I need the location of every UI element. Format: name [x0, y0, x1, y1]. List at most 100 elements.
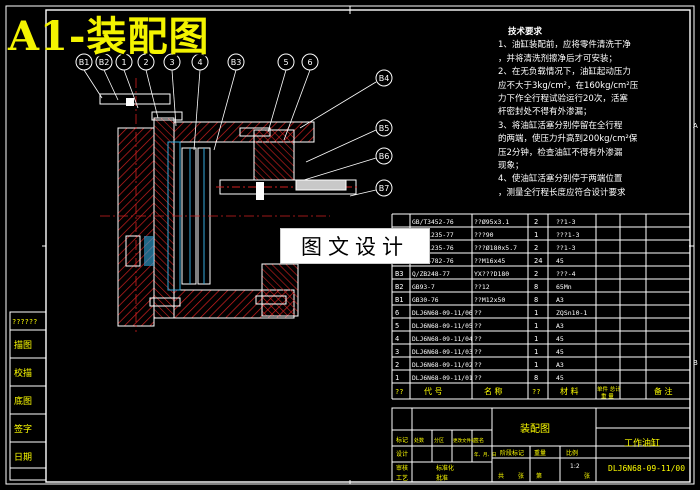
tb-row-2: 审核	[396, 464, 408, 472]
balloon-2: 2	[143, 58, 148, 67]
technical-requirements: 技术要求 1、油缸装配前，应将零件清洗干净 ，并将清洗剂擦净后才可安装； 2、在…	[498, 26, 688, 200]
border-mark-right: A	[693, 122, 698, 130]
balloon-b4: B4	[379, 74, 390, 83]
side-block	[9, 311, 47, 481]
requirement-line: 1、油缸装配前，应将零件清洗干净	[498, 40, 631, 51]
part-name-cell: ??	[474, 361, 482, 369]
part-material: 45	[556, 348, 564, 356]
part-no: B3	[395, 270, 403, 278]
part-code: DLJ6N68-09-11/06	[412, 310, 473, 317]
tb-col-2: 更改文件号	[453, 437, 476, 444]
requirement-line: 应不大于3kg/cm²，在160kg/cm²压	[498, 80, 639, 91]
part-name-cell: ??	[474, 348, 482, 356]
part-qty: 1	[534, 335, 538, 343]
side-label-0: 描图	[14, 339, 32, 351]
balloon-3: 3	[169, 58, 174, 67]
part-qty: 2	[534, 270, 538, 278]
std-label: 标准化	[436, 464, 454, 472]
header-weight: 重 量	[601, 392, 614, 400]
balloon-b3: B3	[231, 58, 242, 67]
part-material: 45	[556, 374, 564, 382]
side-label-3: 签字	[14, 423, 32, 435]
part-name-cell: ??	[474, 309, 482, 317]
balloon-4: 4	[197, 58, 202, 67]
part-material: A3	[556, 361, 564, 369]
part-qty: 8	[534, 296, 538, 304]
balloon-b5: B5	[379, 124, 390, 133]
part-name-cell: ??	[474, 374, 482, 382]
side-label-1: 校描	[14, 367, 32, 379]
part-no: 4	[395, 335, 399, 343]
part-no: 3	[395, 348, 399, 356]
header-name: 名 称	[484, 386, 503, 396]
requirement-line: 的两端，使压力升高到200kg/cm²保	[498, 134, 638, 145]
part-code: GB/T1235-76	[412, 245, 454, 252]
header-qty: ??	[532, 388, 540, 396]
drawing-banner-title: A1-装配图	[8, 13, 210, 60]
part-code: DLJ6N68-09-11/03	[412, 349, 473, 356]
part-qty: 1	[534, 348, 538, 356]
part-code: GB/T5782-76	[412, 258, 454, 265]
balloon-group	[75, 53, 393, 197]
part-code: DLJ6N68-09-11/02	[412, 362, 473, 369]
balloon-5: 5	[283, 58, 288, 67]
balloon-1: 1	[121, 58, 126, 67]
header-material: 材 料	[560, 386, 579, 396]
part-qty: 2	[534, 218, 538, 226]
ratio-value: 1:2	[570, 463, 580, 470]
balloon-b2: B2	[99, 58, 110, 67]
tb-col-1: 分区	[434, 437, 444, 444]
part-no: 2	[395, 361, 399, 369]
stage-label: 阶段标记	[500, 449, 524, 457]
cylinder-section	[99, 78, 360, 332]
balloon-6: 6	[307, 58, 312, 67]
requirement-line: 力下作全行程试验运行20次，活塞	[498, 94, 628, 105]
side-label-4: 日期	[14, 452, 32, 463]
part-no: 6	[395, 309, 399, 317]
part-code: GB/T3452-76	[412, 219, 454, 226]
part-qty: 2	[534, 244, 538, 252]
tb-col-0: 处数	[414, 437, 424, 444]
part-material: ???-4	[556, 270, 576, 278]
part-qty: 8	[534, 374, 538, 382]
part-code: DLJ6N68-09-11/05	[412, 323, 473, 330]
side-block-top-label: ??????	[12, 318, 37, 326]
part-material: 65Mn	[556, 283, 572, 291]
part-qty: 24	[534, 257, 542, 265]
balloon-b6: B6	[379, 152, 390, 161]
part-code: DLJ6N68-09-11/01	[412, 375, 473, 382]
requirement-line: 杆密封处不得有外渗漏；	[498, 107, 592, 118]
requirement-line: ，并将清洗剂擦净后才可安装；	[498, 53, 618, 64]
part-code: DLJ6N68-09-11/04	[412, 336, 473, 343]
tb-misc-3: 张	[584, 472, 590, 480]
tb-misc-1: 张	[518, 472, 524, 480]
part-material: A3	[556, 296, 564, 304]
part-qty: 1	[534, 322, 538, 330]
approve-label: 批准	[436, 474, 448, 482]
header-remark: 备 注	[654, 386, 673, 396]
drawing-name: 装配图	[520, 422, 550, 435]
requirement-line: 4、使油缸活塞分别停于两端位置	[498, 174, 623, 185]
tb-row-0: 标记	[396, 436, 408, 444]
weight-label: 重量	[534, 449, 546, 457]
border-mark-right-2: B	[693, 359, 698, 367]
part-material: ??1-3	[556, 244, 576, 252]
part-name-cell: ??	[474, 322, 482, 330]
part-no: B2	[395, 283, 403, 291]
tb-row-1: 设计	[396, 450, 408, 458]
balloon-b1: B1	[79, 58, 90, 67]
scale-label: 比例	[566, 449, 578, 457]
requirement-line: 现象；	[498, 161, 524, 172]
part-name-cell: ??M12x50	[474, 296, 505, 304]
part-name-cell: ??M16x45	[474, 257, 505, 265]
requirement-line: 3、将油缸活塞分别停留在全行程	[498, 120, 623, 131]
tb-col-3: 签名	[474, 437, 484, 444]
part-name-cell: ??12	[474, 283, 490, 291]
part-name-cell: ??Ø95x3.1	[474, 218, 509, 226]
part-material: ???1-3	[556, 231, 580, 239]
requirement-line: 2、在无负载情况下，油缸起动压力	[498, 67, 631, 78]
part-no: B1	[395, 296, 403, 304]
part-no: 5	[395, 322, 399, 330]
